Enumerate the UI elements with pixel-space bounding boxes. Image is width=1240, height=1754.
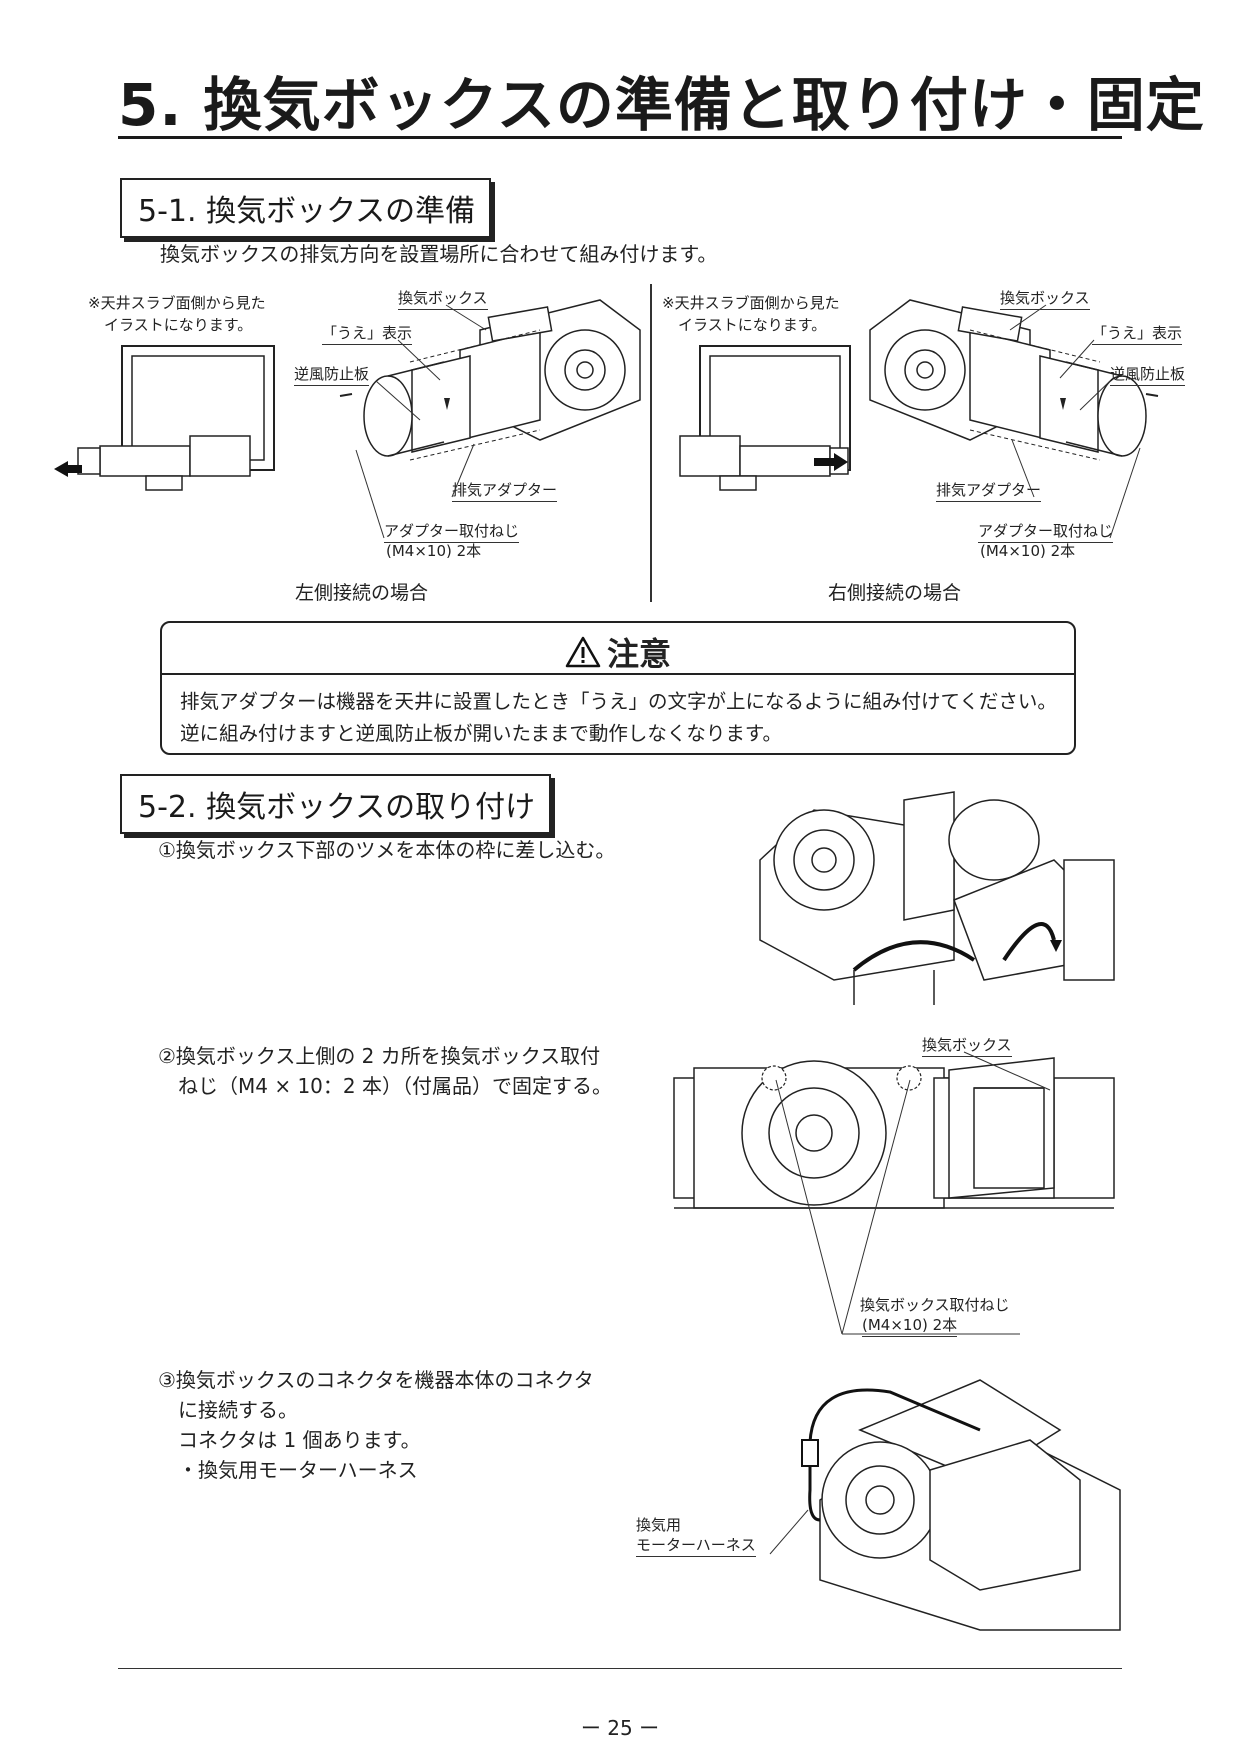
right-label-adapter: 排気アダプター (936, 479, 1042, 502)
step3-line2: に接続する。 (178, 1398, 298, 1422)
right-direction-arrow-icon (814, 453, 848, 471)
right-label-damper: 逆風防止板 (1110, 363, 1186, 386)
step1-text: ①換気ボックス下部のツメを本体の枠に差し込む。 (158, 838, 616, 862)
section-heading-5-1: 5-1. 換気ボックスの準備 (120, 178, 492, 238)
left-label-adapter: 排気アダプター (452, 479, 558, 502)
right-label-screw1: アダプター取付ねじ (978, 520, 1114, 543)
left-note-line1: ※天井スラブ面側から見た (88, 294, 266, 312)
step1-illustration (759, 791, 1115, 1005)
section1-intro: 換気ボックスの排気方向を設置場所に合わせて組み付けます。 (160, 242, 718, 266)
step3-label2: モーターハーネス (636, 1534, 756, 1557)
step3-label1: 換気用 (636, 1516, 682, 1534)
step3-line3: コネクタは 1 個あります。 (178, 1428, 421, 1452)
caution-box: 注意 排気アダプターは機器を天井に設置したとき「うえ」の文字が上になるように組み… (160, 621, 1076, 755)
step3-line4: ・換気用モーターハーネス (178, 1458, 418, 1482)
caution-line1: 排気アダプターは機器を天井に設置したとき「うえ」の文字が上になるように組み付けて… (180, 690, 1057, 713)
warning-triangle-icon (565, 636, 601, 668)
left-label-screw1: アダプター取付ねじ (384, 520, 520, 543)
right-caption: 右側接続の場合 (828, 582, 962, 604)
step2-line1: ②換気ボックス上側の 2 カ所を換気ボックス取付 (158, 1044, 601, 1068)
section-heading-5-2: 5-2. 換気ボックスの取り付け (120, 774, 552, 834)
footer-rule (118, 1668, 1122, 1669)
caution-label: 注意 (606, 635, 672, 673)
right-label-screw2: (M4×10) 2本 (980, 542, 1076, 560)
step2-label-box: 換気ボックス (922, 1034, 1012, 1057)
right-ceiling-view-illustration (679, 345, 851, 491)
step3-line1: ③換気ボックスのコネクタを機器本体のコネクタ (158, 1368, 594, 1392)
right-note-line1: ※天井スラブ面側から見た (662, 294, 840, 312)
left-note-line2: イラストになります。 (104, 316, 253, 334)
left-caption: 左側接続の場合 (295, 582, 429, 604)
right-ventilation-box-illustration (869, 299, 1159, 461)
caution-line2: 逆に組み付けますと逆風防止板が開いたままで動作しなくなります。 (180, 722, 782, 745)
left-label-screw2: (M4×10) 2本 (386, 542, 482, 560)
step2-line2: ねじ（M4 × 10：2 本）（付属品）で固定する。 (178, 1074, 612, 1098)
right-note-line2: イラストになります。 (678, 316, 827, 334)
figure-divider (650, 284, 652, 602)
step2-label-screw1: 換気ボックス取付ねじ (860, 1296, 1010, 1314)
step2-label-screw2: (M4×10) 2本 (862, 1314, 958, 1337)
title-underline (118, 136, 1122, 139)
right-label-ue: 「うえ」表示 (1092, 322, 1183, 345)
right-label-box: 換気ボックス (1000, 287, 1090, 310)
left-label-ue: 「うえ」表示 (322, 322, 413, 345)
left-label-damper: 逆風防止板 (294, 363, 370, 386)
step2-illustration (673, 1057, 1115, 1209)
page-number: ー 25 ー (580, 1716, 660, 1740)
left-ventilation-box-illustration (339, 299, 641, 461)
step3-illustration (801, 1379, 1121, 1631)
page-title: 5. 換気ボックスの準備と取り付け・固定 (118, 71, 1205, 139)
left-ceiling-view-illustration (54, 345, 275, 491)
caution-header: 注意 (162, 623, 1074, 675)
left-label-box: 換気ボックス (398, 287, 488, 310)
